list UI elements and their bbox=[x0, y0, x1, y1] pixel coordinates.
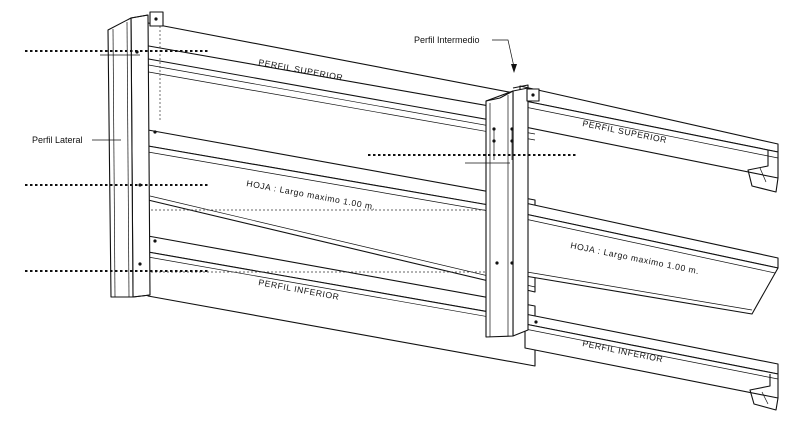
hoja-right-shape bbox=[524, 202, 779, 315]
label-perfil-intermedio: Perfil Intermedio bbox=[414, 35, 480, 45]
hoja-left-shape bbox=[147, 129, 536, 293]
perfil-superior-right-shape bbox=[519, 85, 779, 193]
label-perfil-lateral: Perfil Lateral bbox=[32, 135, 83, 145]
perfil-lateral-post bbox=[107, 11, 164, 298]
axis-markers bbox=[25, 50, 578, 272]
perfil-intermedio-post bbox=[485, 84, 540, 338]
perfil-inferior-right-shape bbox=[524, 313, 779, 411]
leader-lines bbox=[92, 39, 517, 141]
